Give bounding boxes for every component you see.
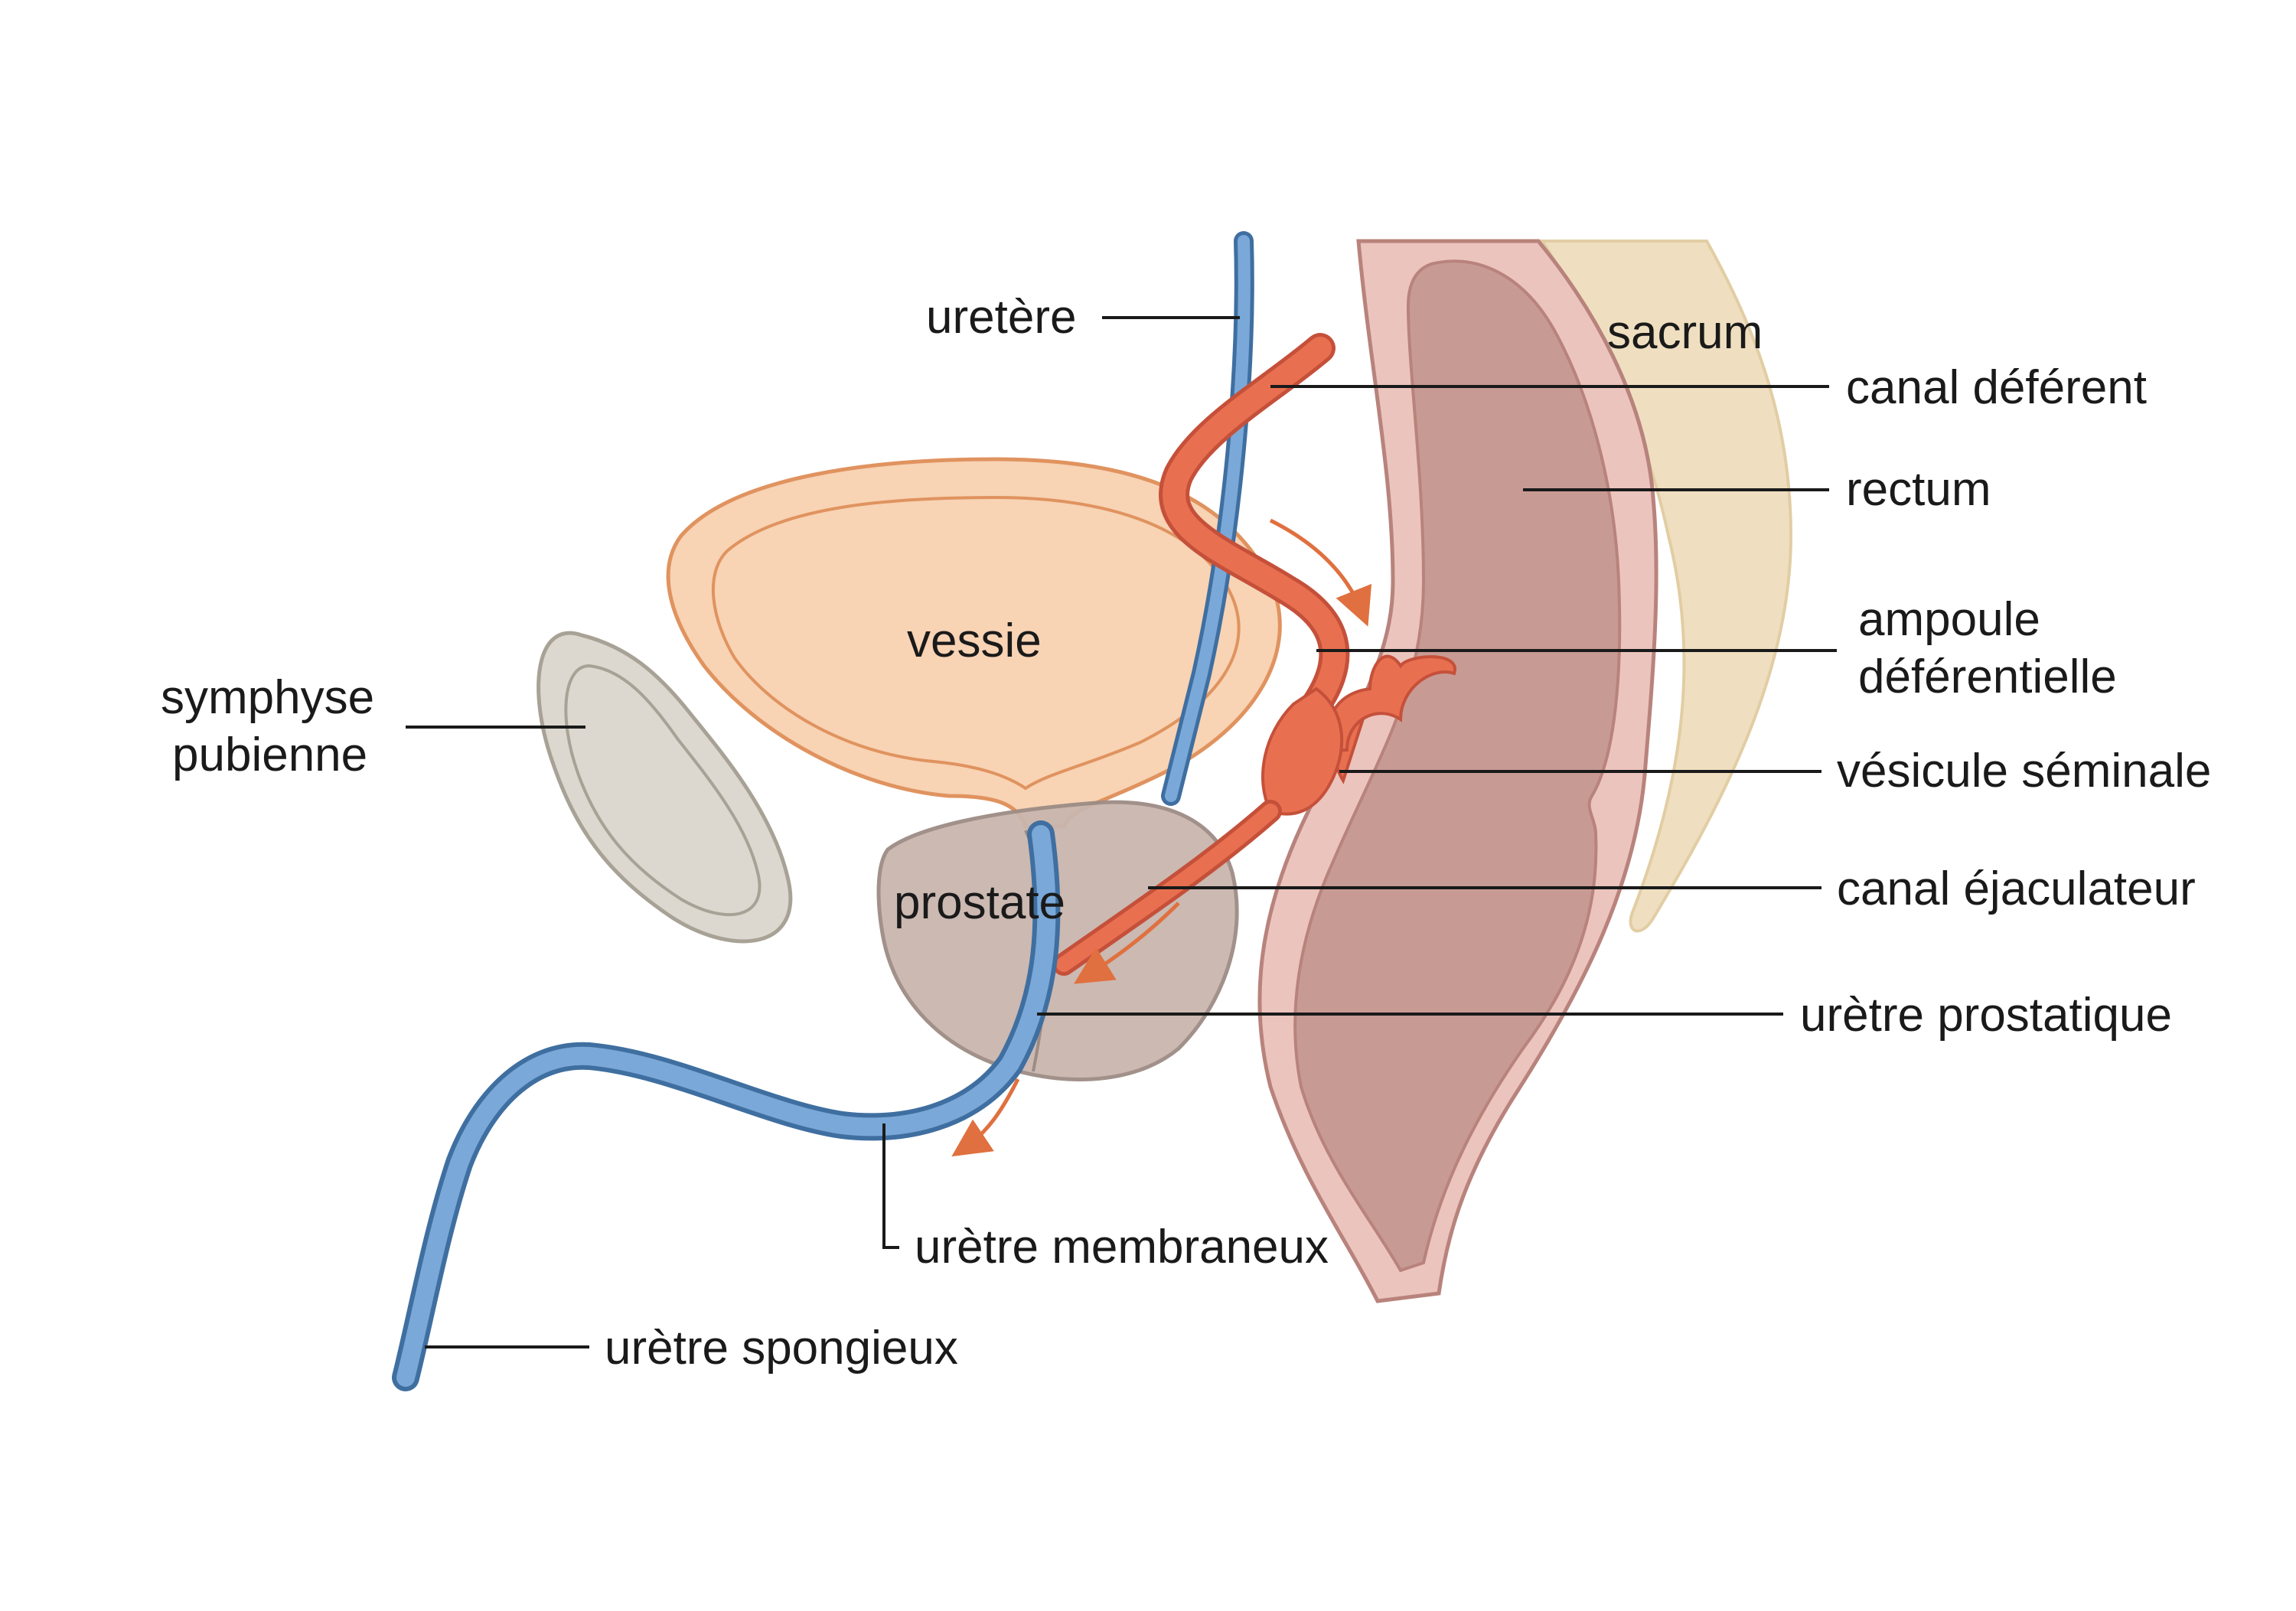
label-ampoule-line2: déférentielle — [1858, 651, 2117, 703]
label-vessie: vessie — [907, 615, 1042, 667]
label-symphyse-line2: pubienne — [172, 729, 367, 781]
flow-arrow-vas — [1269, 518, 1372, 627]
rectum-lumen — [1293, 259, 1622, 1273]
label-vesicule-seminale: vésicule séminale — [1837, 745, 2211, 797]
vas-deferens-fill — [1163, 337, 1346, 716]
ampulla — [1261, 686, 1344, 816]
flow-arrow-urethra — [951, 1078, 1020, 1157]
pubic-symphysis-shape — [536, 631, 793, 944]
pubic-symphysis-inner — [564, 664, 762, 917]
label-symphyse-line1: symphyse — [161, 671, 374, 724]
flow-arrow-ejaculatory — [1074, 902, 1180, 984]
label-prostate: prostate — [894, 876, 1065, 929]
label-canal-ejaculateur: canal éjaculateur — [1837, 863, 2196, 915]
leader-uretre-membraneux — [882, 1123, 899, 1249]
bladder-outer — [666, 457, 1282, 829]
label-uretre-membraneux: urètre membraneux — [915, 1221, 1329, 1273]
label-uretre-prostatique: urètre prostatique — [1800, 989, 2172, 1042]
label-ampoule-line1: ampoule — [1858, 593, 2040, 646]
label-sacrum: sacrum — [1607, 306, 1763, 359]
label-uretre-spongieux: urètre spongieux — [605, 1322, 958, 1375]
label-uretere: uretère — [926, 291, 1076, 344]
ureter-fill — [1165, 235, 1251, 802]
urethra-fill — [396, 825, 1056, 1387]
sacrum-shape — [1539, 240, 1793, 933]
bladder-inner — [711, 495, 1241, 791]
label-rectum: rectum — [1846, 463, 1991, 516]
label-canal-deferent: canal déférent — [1846, 361, 2147, 414]
